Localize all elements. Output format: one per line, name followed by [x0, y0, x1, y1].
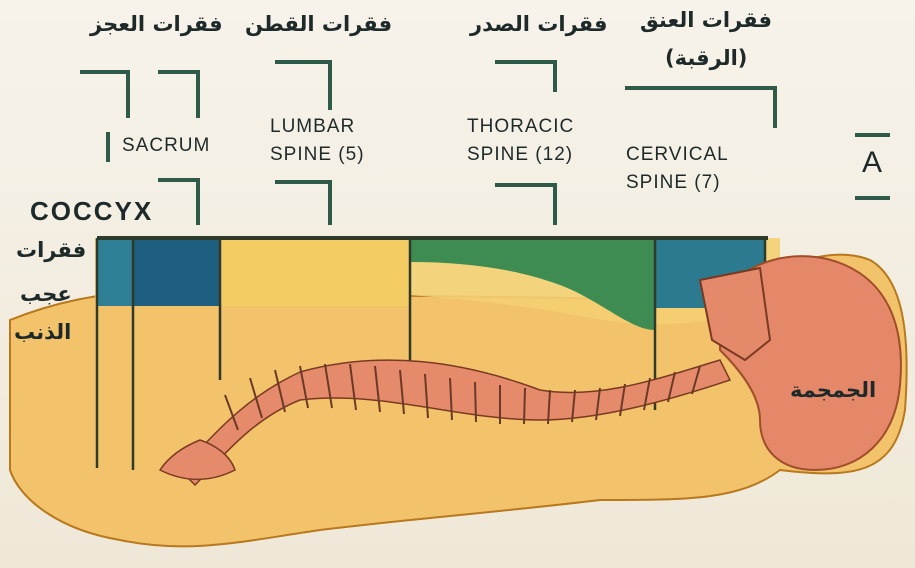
- lumbar-label-2: SPINE (5): [270, 141, 365, 169]
- lumbar-arabic-label: فقرات القطن: [245, 12, 392, 36]
- cervical-arabic-label: فقرات العنق: [640, 8, 772, 32]
- panel-letter: A: [862, 146, 882, 180]
- coccyx-arabic-label-1: فقرات: [16, 238, 86, 262]
- cervical-label-1: CERVICAL: [626, 141, 729, 169]
- sacrum-region: [133, 238, 220, 306]
- thoracic-arabic-label: فقرات الصدر: [470, 12, 608, 36]
- sacrum-arabic-label: فقرات العجز: [90, 12, 223, 36]
- cervical-arabic-sublabel: (الرقبة): [665, 46, 747, 70]
- coccyx-arabic-label-3: الذنب: [14, 320, 71, 344]
- coccyx-arabic-label-2: عجب: [20, 282, 72, 306]
- coccyx-label: COCCYX: [30, 196, 153, 227]
- lumbar-label-1: LUMBAR: [270, 113, 355, 141]
- thoracic-label-2: SPINE (12): [467, 141, 573, 169]
- skull-arabic-label: الجمجمة: [790, 378, 876, 402]
- thoracic-label-1: THORACIC: [467, 113, 574, 141]
- lumbar-region: [220, 238, 410, 306]
- sacrum-label: SACRUM: [122, 132, 210, 160]
- coccyx-region: [97, 238, 133, 306]
- cervical-label-2: SPINE (7): [626, 169, 721, 197]
